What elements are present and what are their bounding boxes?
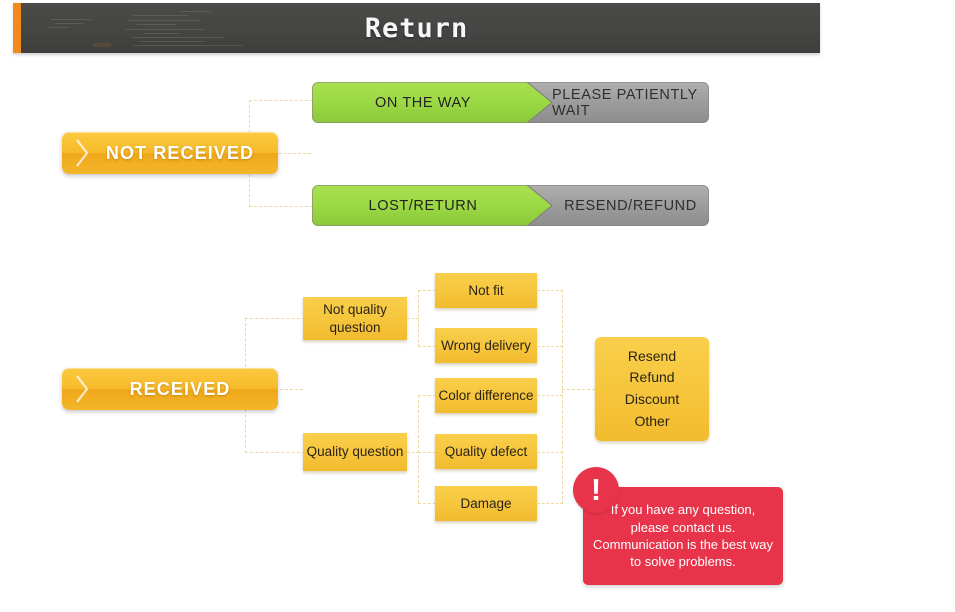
flow-action-label: RESEND/REFUND [564,197,697,214]
connector-from-damage [537,503,563,504]
connector-to-damage [418,503,436,504]
category-quality-question[interactable]: Quality question [303,433,407,471]
connector-from-quality-defect [537,452,563,453]
status-received-label: RECEIVED [129,378,231,399]
status-not-received-button[interactable]: NOT RECEIVED [62,132,278,174]
connector-from-not-fit [537,290,563,291]
reason-color-difference[interactable]: Color difference [435,378,537,413]
resolution-box[interactable]: Resend Refund Discount Other [595,337,709,441]
connector-to-lost-return [249,206,313,207]
connector-to-not-fit [418,290,436,291]
reason-color-difference-label: Color difference [438,387,534,403]
page-title: Return [364,12,469,44]
reason-not-fit-label: Not fit [468,282,504,298]
arrow-bar-shape [312,82,709,123]
connector-to-wrong-delivery [418,346,436,347]
contact-note: If you have any question, please contact… [583,487,783,585]
connector-not-received-stem [249,153,311,154]
connector-to-on-the-way [249,100,313,101]
flow-cause-label: LOST/RETURN [368,197,478,214]
resolution-resend: Resend [627,347,677,364]
resolution-other: Other [634,412,670,429]
status-received-button[interactable]: RECEIVED [62,368,278,410]
status-not-received-label: NOT RECEIVED [105,142,255,163]
connector-to-not-quality-question [245,318,305,319]
connector-resolution-stem [562,389,595,390]
flow-cause-label: ON THE WAY [375,94,471,111]
reason-damage-label: Damage [460,495,512,511]
flow-lost-return[interactable]: LOST/RETURN RESEND/REFUND [312,185,709,226]
connector-not-quality-stem [407,318,419,319]
reason-wrong-delivery-label: Wrong delivery [441,337,531,353]
exclamation-glyph: ! [590,471,602,507]
connector-to-color-difference [418,395,436,396]
contact-note-text: If you have any question, please contact… [593,502,773,570]
connector-to-quality-defect [418,452,436,453]
flow-on-the-way[interactable]: ON THE WAY PLEASE PATIENTLY WAIT [312,82,709,123]
reason-quality-defect-label: Quality defect [444,443,528,459]
header-bar: Return [13,3,820,53]
reason-not-fit[interactable]: Not fit [435,273,537,308]
connector-vertical-quality [418,395,419,503]
reason-wrong-delivery[interactable]: Wrong delivery [435,328,537,363]
arrow-bar-shape [312,185,709,226]
header-accent-stripe [13,3,21,53]
connector-from-color-difference [537,395,563,396]
resolution-discount: Discount [624,391,680,407]
exclamation-icon: ! [573,467,619,513]
connector-quality-stem [407,452,419,453]
connector-vertical-resolutions [562,290,563,504]
connector-to-quality-question [245,452,305,453]
category-quality-question-label: Quality question [306,444,404,460]
reason-quality-defect[interactable]: Quality defect [435,434,537,469]
connector-from-wrong-delivery [537,346,563,347]
resolution-refund: Refund [629,369,675,386]
flow-action-label: PLEASE PATIENTLY WAIT [552,86,698,119]
reason-damage[interactable]: Damage [435,486,537,521]
